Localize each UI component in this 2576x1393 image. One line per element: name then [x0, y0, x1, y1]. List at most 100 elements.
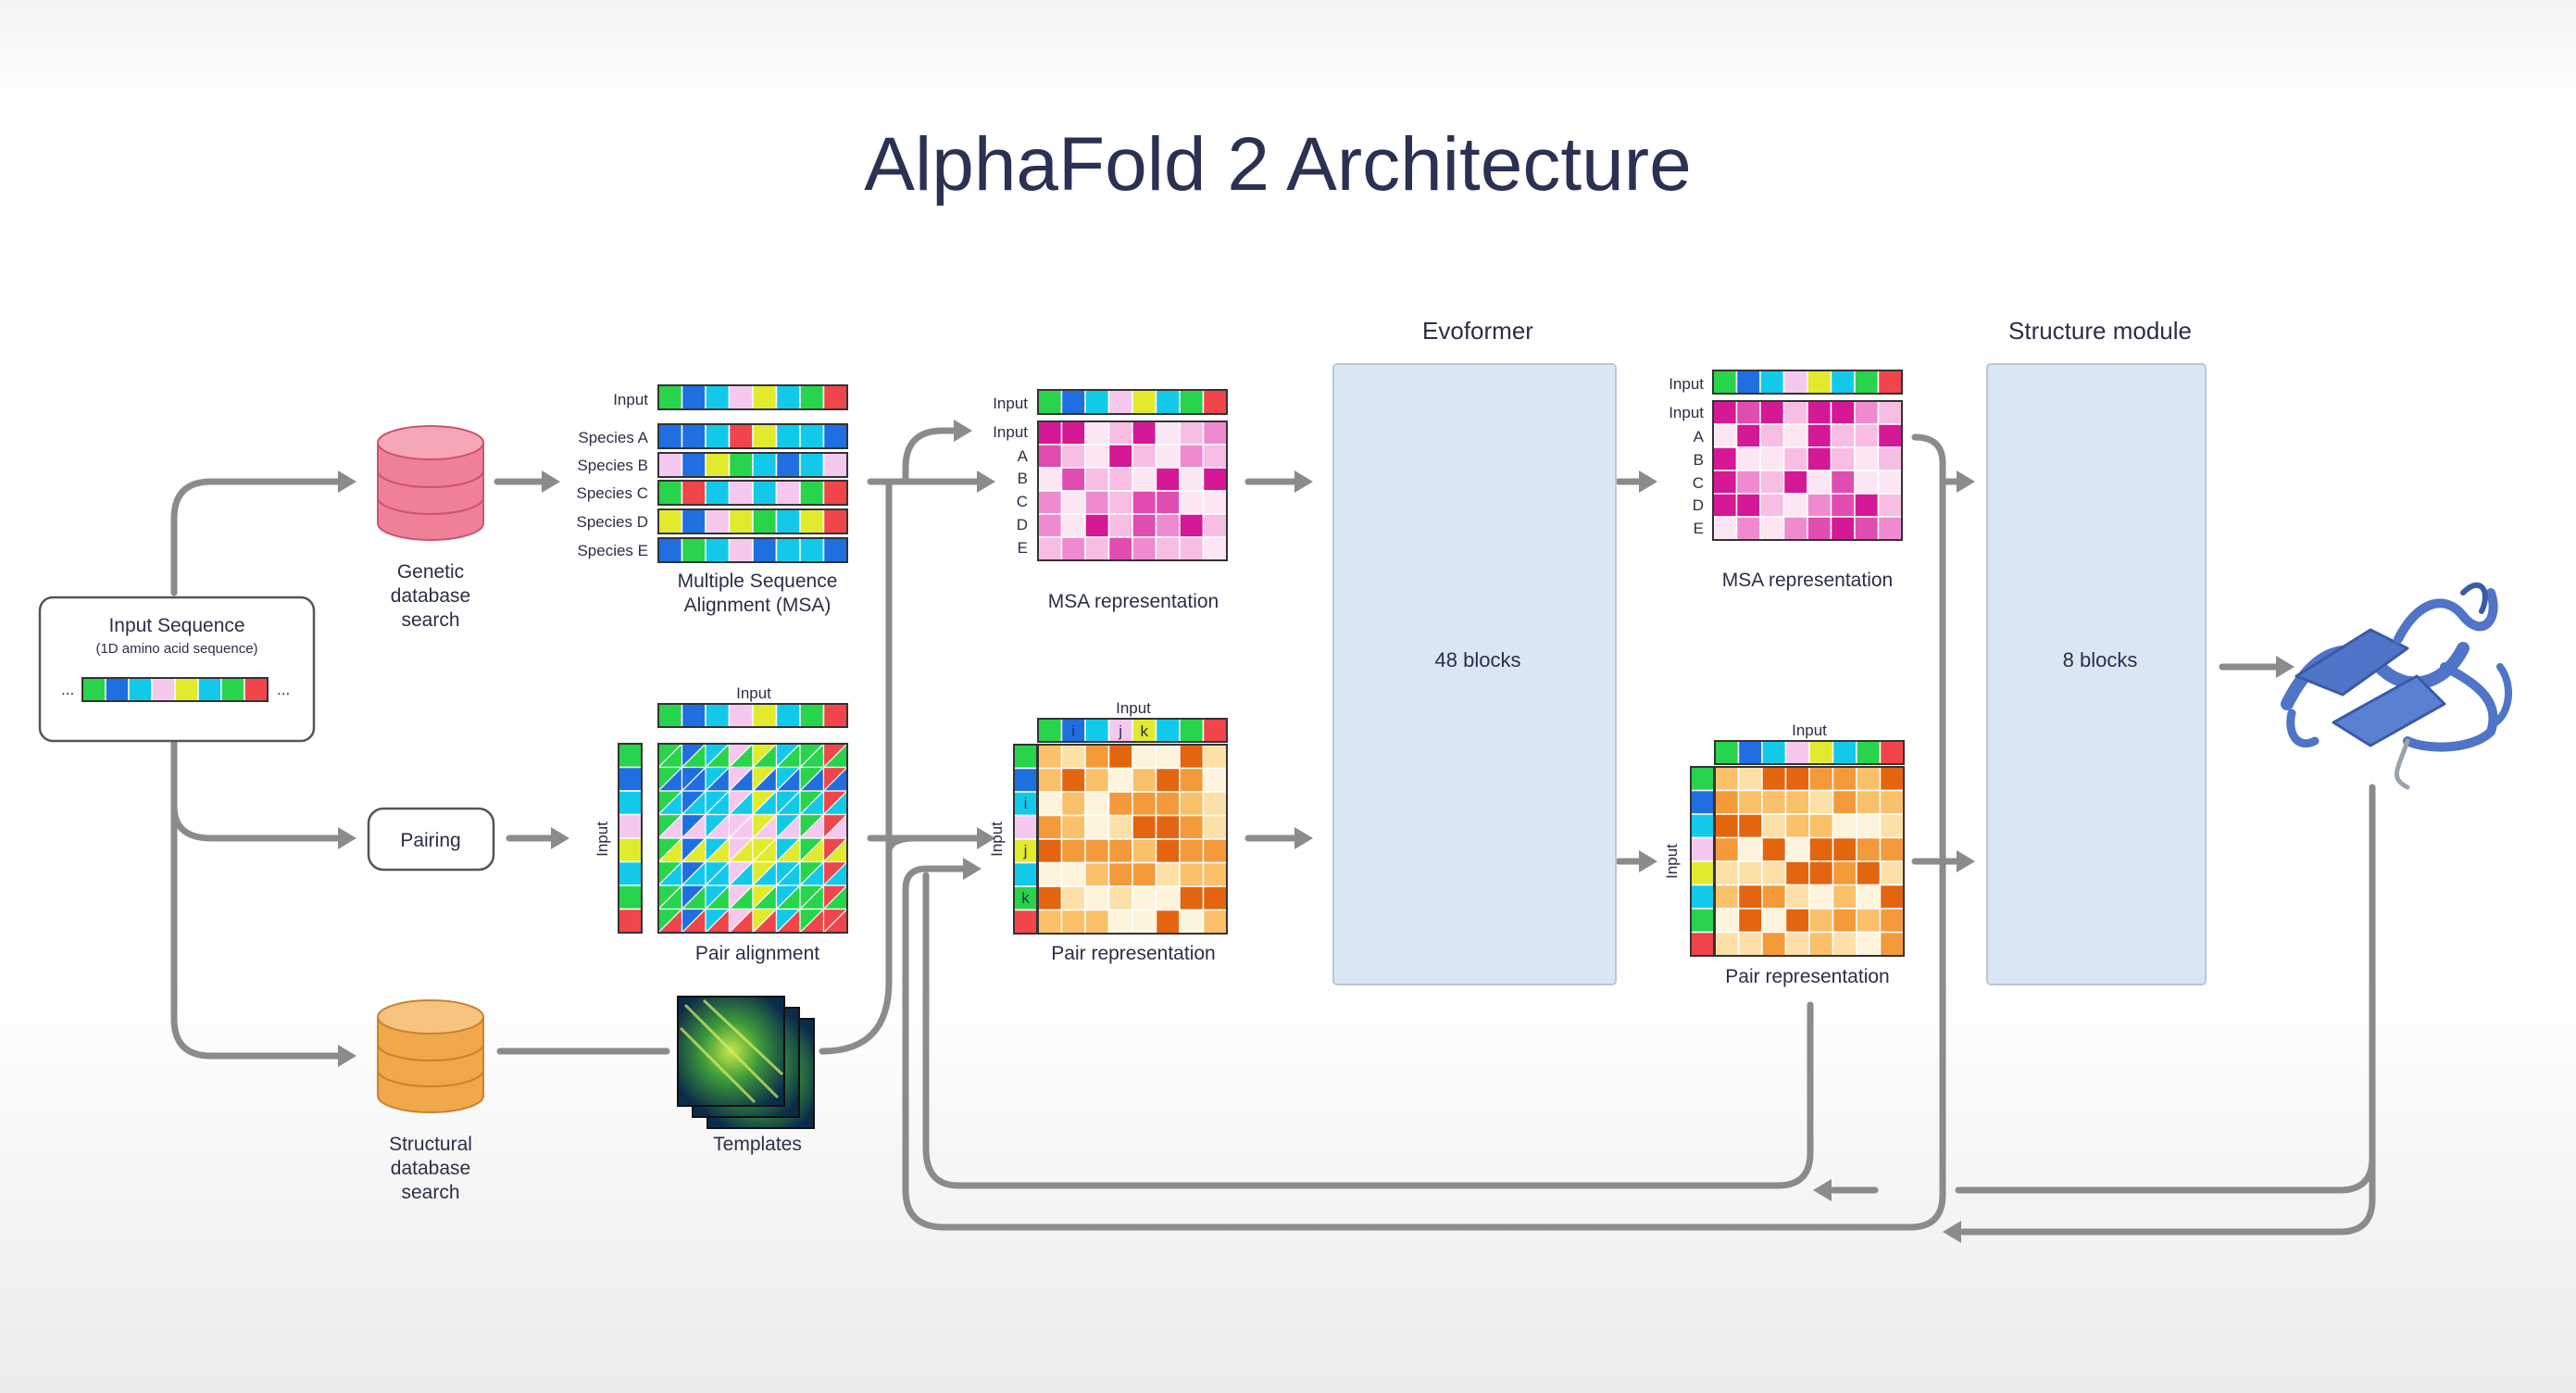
- msa-rep1-heat-cell: [1060, 536, 1086, 561]
- msa-rep1-heat-cell: [1132, 420, 1157, 446]
- arrowhead-protein: [2276, 656, 2295, 678]
- pair-rep2-heat-cell: [1832, 884, 1857, 910]
- arrowhead-recycle-b: [1943, 1221, 1961, 1243]
- genetic-database-icon: [377, 425, 484, 541]
- msa-row-4-cell: [799, 508, 825, 534]
- pair-rep2-side-cell: [1690, 931, 1715, 957]
- msa-rep2-heat-cell: [1807, 400, 1832, 425]
- pairing-box: [367, 807, 495, 872]
- msa-rep2-heat-cell: [1735, 423, 1761, 448]
- msa-row-2-cell: [822, 452, 848, 478]
- genetic-db-label-2: database: [391, 585, 470, 607]
- pair-align-top-frame: [657, 703, 848, 728]
- msa-rep2-heat-cell: [1735, 493, 1761, 518]
- pair-rep2-heat-cell: [1761, 931, 1787, 957]
- msa-rep2-heat-cell: [1712, 400, 1738, 425]
- page-title: AlphaFold 2 Architecture: [864, 122, 1691, 207]
- pair-rep2-heat-cell: [1761, 766, 1787, 792]
- msa-row-4-cell: [681, 508, 707, 534]
- pair-rep1-heat-cell: [1202, 767, 1228, 793]
- pair-rep1-heat-cell: [1107, 861, 1133, 887]
- msa-rep1-heat-cell: [1084, 420, 1110, 446]
- pair-rep1-top-cell: [1155, 718, 1181, 743]
- pair-align-side-cell: [618, 908, 643, 934]
- structural-database-icon: [377, 999, 484, 1113]
- msa-rep2-input-cell: [1830, 370, 1856, 395]
- msa-rep2-heat-cell: [1735, 400, 1761, 425]
- msa-rep2-heat-cell: [1854, 493, 1880, 518]
- msa-row-1-cell: [822, 423, 848, 449]
- msa-rep2-heat-cell: [1807, 446, 1832, 471]
- pair-rep2-heat-cell: [1856, 813, 1882, 839]
- input-sequence-frame: [38, 596, 316, 743]
- msa-rep1-heat-cell: [1107, 420, 1133, 446]
- pair-rep2-heat-cell: [1761, 908, 1787, 934]
- msa-row-2-cell: [681, 452, 707, 478]
- arrowhead-sm-pair: [1957, 850, 1975, 872]
- pair-rep2-heat-cell: [1761, 789, 1787, 815]
- msa-rep2-label-d: D: [1693, 496, 1704, 514]
- flow-templates-up: [819, 478, 893, 1055]
- msa-rep2-input-cell: [1782, 370, 1808, 395]
- pair-rep2-heat-cell: [1832, 766, 1857, 792]
- msa-rep1-heat-cell: [1132, 513, 1157, 538]
- input-seq-frame: [81, 677, 269, 702]
- pair-rep1-heat-cell: [1037, 885, 1063, 911]
- msa-rep2-heat-cell: [1830, 446, 1856, 471]
- msa-rep2-heat-cell: [1877, 516, 1903, 541]
- msa-rep2-heat-cell: [1759, 446, 1785, 471]
- pair-rep2-heat-cell: [1808, 884, 1834, 910]
- arrowhead-pairrep2: [1639, 850, 1657, 872]
- msa-rep2-heat-cell: [1854, 516, 1880, 541]
- pair-rep1-marker-side: k: [1021, 889, 1030, 907]
- msa-rep2-heat-cell: [1759, 400, 1785, 425]
- pair-rep1-top-label: Input: [1116, 699, 1151, 717]
- msa-row-5-cell: [728, 537, 754, 563]
- pair-rep1-heat-cell: [1155, 791, 1181, 817]
- pair-align-top-cell: [705, 703, 731, 728]
- pair-rep1-heat-cell: [1084, 744, 1110, 770]
- input-seq-cell: [128, 677, 153, 702]
- pair-align-side-cell: [618, 885, 643, 910]
- msa-row-2-cell: [775, 452, 801, 478]
- pair-rep1-heat-cell: [1107, 909, 1133, 935]
- pair-align-top-cell: [799, 703, 825, 728]
- msa-rep1-heat-cell: [1060, 490, 1086, 515]
- pair-rep2-heat-cell: [1808, 836, 1834, 862]
- pair-rep2-heat-cell: [1856, 931, 1882, 957]
- pair-rep1-heat-cell: [1037, 861, 1063, 887]
- msa-rep1-heat-cell: [1202, 444, 1228, 469]
- msa-rep1-heat-cell: [1202, 420, 1228, 446]
- msa-rep1-input-cell: [1202, 389, 1228, 415]
- pair-rep1-heat-cell: [1037, 744, 1063, 770]
- msa-row-4-cell: [775, 508, 801, 534]
- msa-rep1-input-cell: [1060, 389, 1086, 415]
- templates-caption: Templates: [713, 1134, 802, 1155]
- pair-rep2-heat-cell: [1761, 860, 1787, 886]
- pair-rep1-heat-cell: [1037, 814, 1063, 840]
- flow-recycle-inner: [922, 872, 1814, 1189]
- pair-rep1-heat-cell: [1037, 838, 1063, 864]
- msa-rep1-heat-cell: [1037, 467, 1063, 492]
- msa-rep2-heat-cell: [1830, 470, 1856, 495]
- msa-row-0-cell: [822, 384, 848, 410]
- pair-rep1-heat-cell: [1084, 861, 1110, 887]
- msa-rep2-heat-cell: [1807, 516, 1832, 541]
- pair-rep1-heat-cell: [1179, 885, 1205, 911]
- pair-rep1-side-cell: [1013, 767, 1038, 793]
- pair-rep1-top-frame: [1037, 718, 1228, 743]
- msa-rep2-heat-cell: [1807, 493, 1832, 518]
- pair-rep2-heat-cell: [1879, 766, 1905, 792]
- msa-rep1-label-d: D: [1017, 516, 1028, 533]
- pair-rep1-heat-cell: [1132, 885, 1157, 911]
- msa-rep2-heat-cell: [1807, 423, 1832, 448]
- pair-rep2-heat-cell: [1832, 908, 1857, 934]
- arrowhead-pairing: [338, 827, 356, 849]
- msa-rep2-heat-cell: [1854, 470, 1880, 495]
- pair-rep2-side-cell: [1690, 884, 1715, 910]
- pair-rep1-heat-cell: [1060, 791, 1086, 817]
- msa-row-4-cell: [752, 508, 778, 534]
- pair-rep2-top-cell: [1856, 740, 1882, 765]
- pair-rep2-grid: [1690, 740, 1905, 957]
- pair-rep1-heat-cell: [1132, 744, 1157, 770]
